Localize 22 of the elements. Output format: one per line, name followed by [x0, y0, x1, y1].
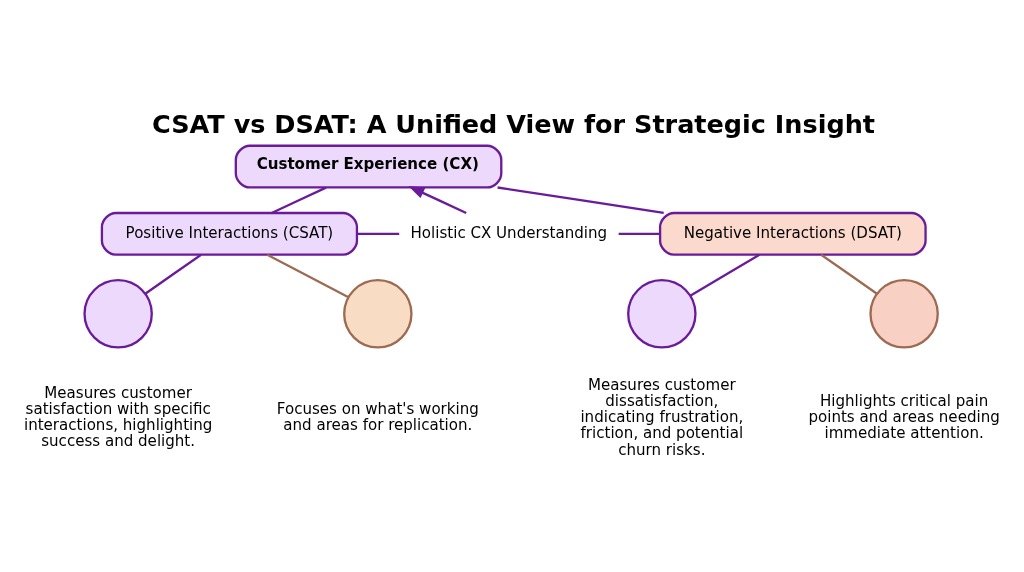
connector — [271, 186, 327, 215]
node-label: Measures customer dissatisfaction, indicating frustration, friction, and potential churn risks. — [580, 375, 744, 459]
node-text: Holistic CX Understanding — [410, 223, 608, 242]
connector — [497, 186, 664, 215]
node-circle — [627, 279, 697, 349]
node-circle — [343, 279, 413, 349]
node-circle — [83, 279, 153, 349]
node-label: Highlights critical pain points and areas needing immediate attention. — [808, 391, 1000, 443]
connector — [357, 232, 400, 235]
arrow — [408, 186, 467, 215]
node-label: Focuses on what's working and areas for replication. — [276, 399, 479, 435]
diagram-title: CSAT vs DSAT: A Unified View for Strategic Insight — [152, 108, 876, 139]
connector — [618, 232, 660, 235]
connector — [689, 253, 761, 297]
node-box: Positive Interactions (CSAT) — [100, 211, 359, 256]
node-box: Negative Interactions (DSAT) — [658, 211, 927, 256]
connector — [144, 253, 202, 295]
connector — [820, 253, 878, 295]
connector — [266, 253, 350, 299]
node-label: Measures customer satisfaction with specific interactions, highlighting success and delight. — [23, 383, 213, 451]
node-box: Customer Experience (CX) — [234, 144, 503, 189]
node-circle — [869, 279, 939, 349]
